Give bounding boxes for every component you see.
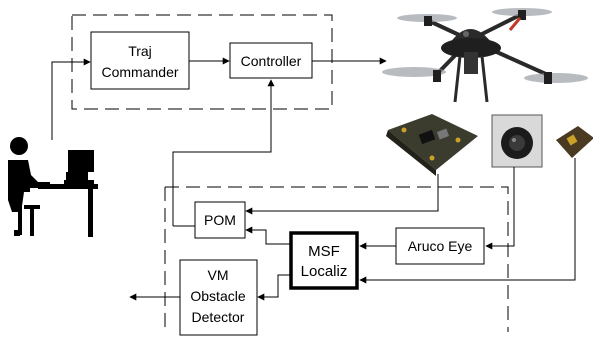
msf-localiz-label-line2: Localiz (301, 263, 348, 280)
operator-icon (8, 137, 98, 237)
vm-obstacle-detector-block: VM Obstacle Detector (179, 259, 258, 336)
camera-to-aruco-arrow (485, 167, 515, 250)
operator-to-traj-arrow (51, 58, 91, 140)
pom-label: POM (204, 212, 236, 228)
traj-commander-label-line1: Traj (128, 43, 152, 59)
msf-localiz-label-line1: MSF (308, 243, 340, 260)
vm-obstacle-detector-label-line3: Detector (192, 309, 245, 325)
pom-to-controller-arrow (172, 79, 275, 226)
msf-localiz-block: MSF Localiz (289, 231, 359, 290)
msf-to-pom-arrow (245, 226, 290, 245)
perception-region-boundary-top (165, 186, 509, 332)
vm-obstacle-detector-label-line1: VM (208, 267, 229, 283)
controller-block: Controller (229, 42, 313, 79)
sensor-to-msf-arrow (359, 158, 576, 284)
controller-label: Controller (241, 53, 302, 69)
autopilot-to-pom-arrow (245, 174, 439, 215)
quadrotor-drone-icon (382, 8, 588, 103)
sensor-board-icon (556, 126, 593, 158)
pom-block: POM (194, 201, 246, 239)
aruco-eye-label: Aruco Eye (408, 238, 473, 254)
msf-to-vm-arrow (257, 274, 290, 301)
traj-commander-block: Traj Commander (90, 31, 190, 90)
camera-icon (491, 114, 543, 168)
autopilot-board-icon (386, 114, 478, 176)
vm-obstacle-detector-label-line2: Obstacle (190, 288, 245, 304)
traj-commander-label-line2: Commander (101, 64, 178, 80)
aruco-eye-block: Aruco Eye (395, 227, 485, 265)
